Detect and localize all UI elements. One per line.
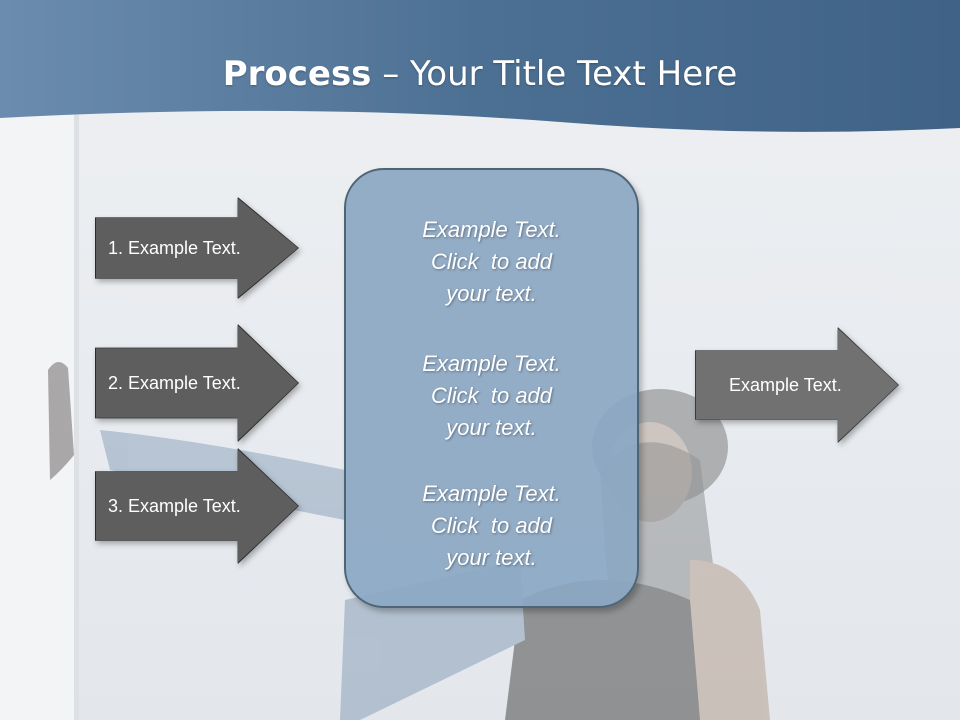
paragraph-line: Click to add (430, 513, 553, 538)
paragraph-line: Example Text. (422, 481, 561, 506)
paragraph-line: Example Text. (422, 351, 561, 376)
center-paragraph: Example Text. Click to add your text. (346, 478, 637, 574)
arrow-step-2[interactable]: 2. Example Text. (95, 324, 299, 442)
arrow-step-3[interactable]: 3. Example Text. (95, 448, 299, 564)
title-bold: Process (222, 54, 372, 94)
arrow-step-1[interactable]: 1. Example Text. (95, 197, 299, 299)
paragraph-line: Click to add (430, 249, 553, 274)
paragraph-line: your text. (446, 281, 537, 306)
paragraph-line: Click to add (430, 383, 553, 408)
center-paragraph: Example Text. Click to add your text. (346, 348, 637, 444)
paragraph-line: your text. (446, 415, 537, 440)
header-band (0, 0, 960, 132)
arrow-label: 1. Example Text. (108, 237, 241, 258)
paragraph-line: Example Text. (422, 217, 561, 242)
arrow-label: 3. Example Text. (108, 495, 241, 516)
arrow-output[interactable]: Example Text. (695, 327, 899, 443)
slide-title: Process – Your Title Text Here (0, 52, 960, 96)
arrow-label: 2. Example Text. (108, 372, 241, 393)
arrow-label: Example Text. (729, 374, 842, 395)
center-paragraph: Example Text. Click to add your text. (346, 214, 637, 310)
paragraph-line: your text. (446, 545, 537, 570)
title-rest: – Your Title Text Here (371, 54, 738, 94)
center-text-box[interactable]: Example Text. Click to add your text. Ex… (344, 168, 639, 608)
